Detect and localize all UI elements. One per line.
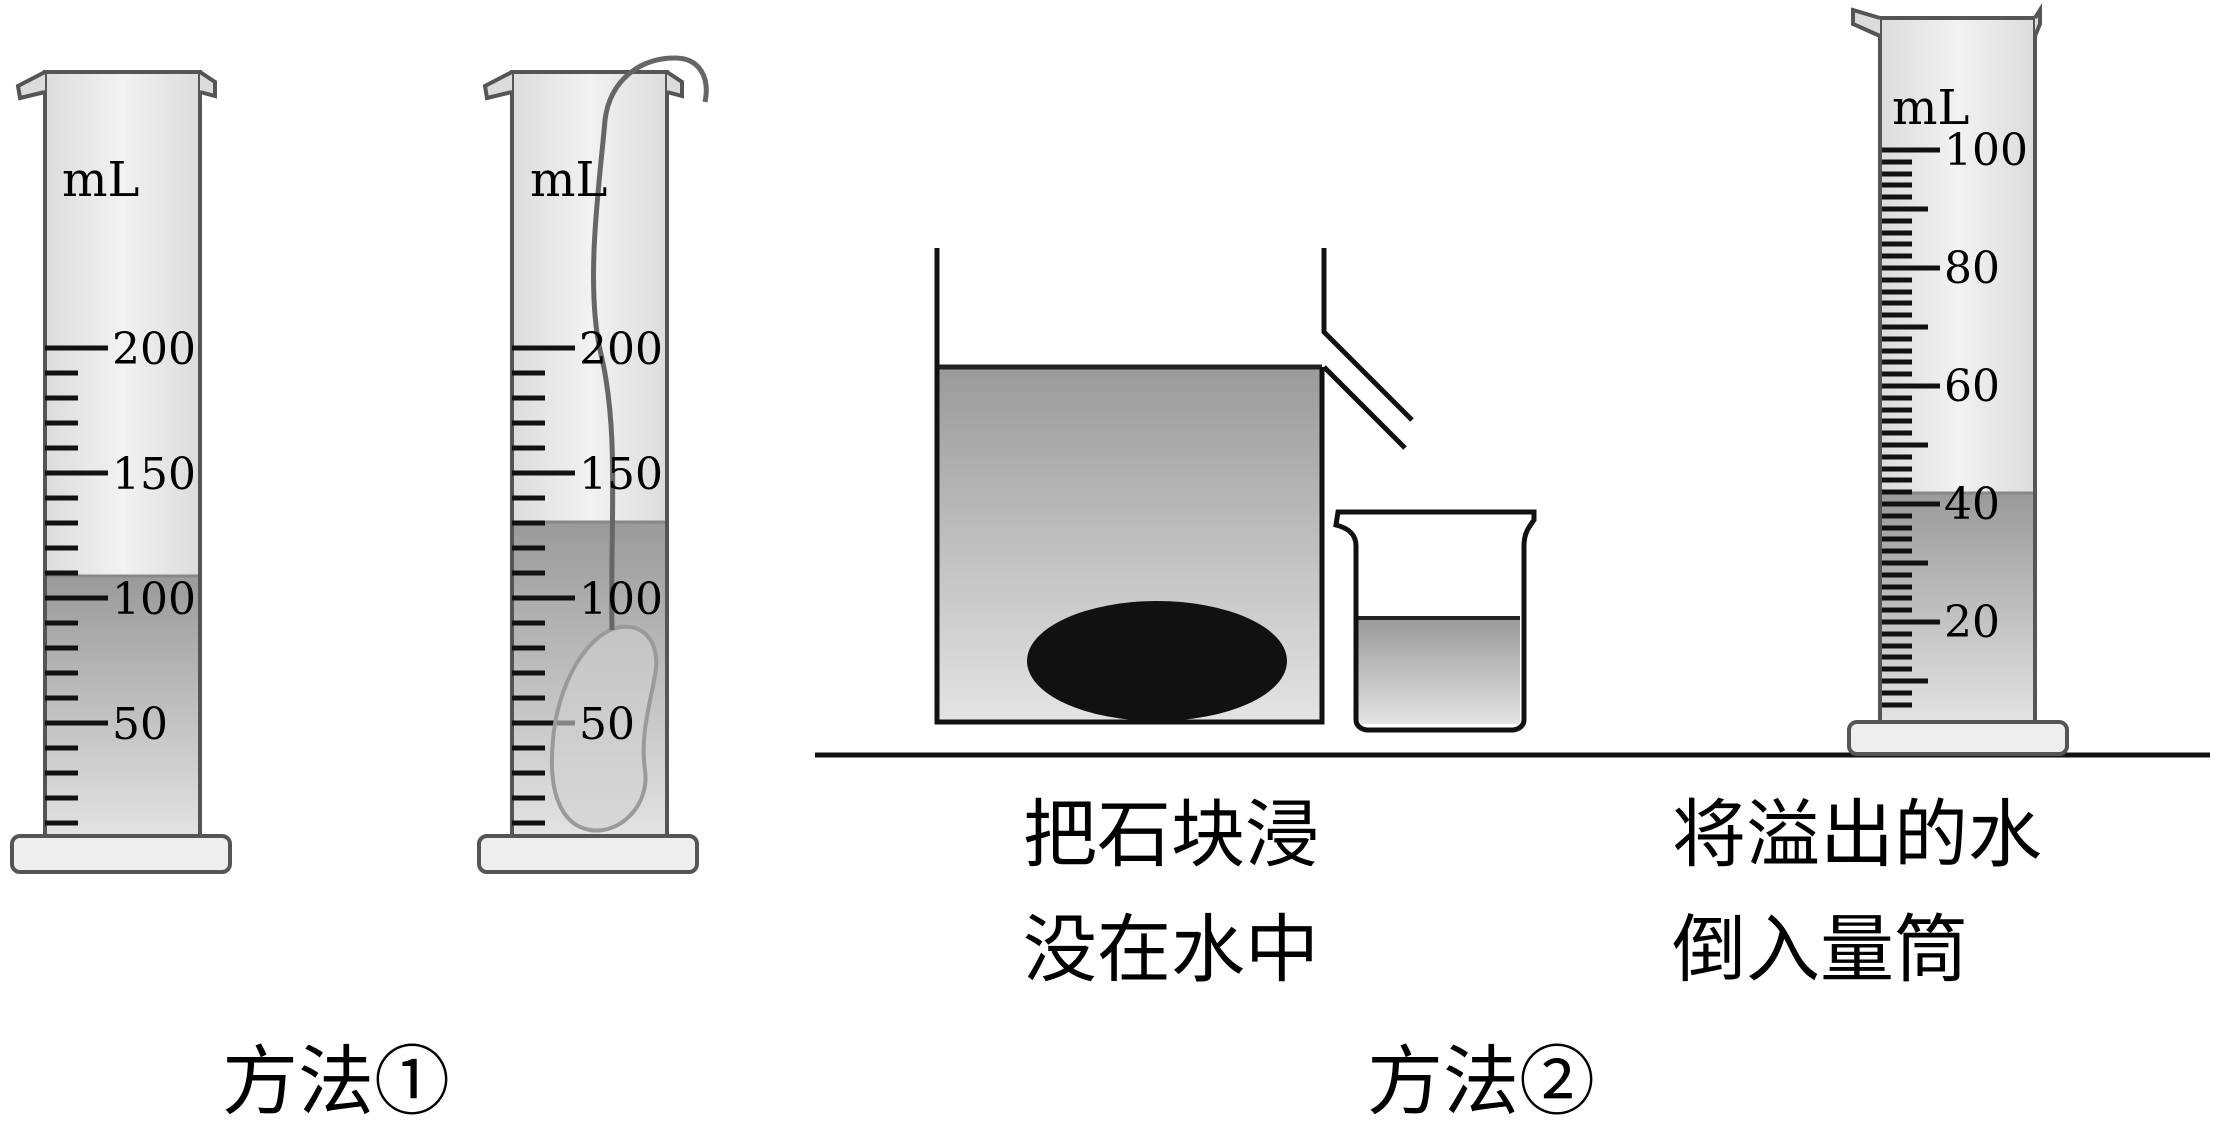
cylinder-a-base xyxy=(10,834,232,874)
beaker-walls xyxy=(1333,509,1537,733)
cylinder-c-label-40: 40 xyxy=(1944,479,2000,530)
beaker-water xyxy=(1358,618,1520,724)
overflow-container xyxy=(934,248,1414,725)
overflow-spout xyxy=(1321,248,1414,450)
cylinder-a: mL 200 150 100 50 xyxy=(10,70,232,874)
cylinder-a-label-100: 100 xyxy=(112,574,196,625)
cylinder-c-label-60: 60 xyxy=(1944,361,2000,412)
stone-outline xyxy=(549,624,659,833)
cylinder-b-label-200: 200 xyxy=(579,324,663,375)
cylinder-b-ticks xyxy=(512,345,575,826)
cylinder-b-label-100: 100 xyxy=(579,574,663,625)
cylinder-c: mL 100 80 60 40 20 xyxy=(1847,3,2069,756)
cylinder-c-base xyxy=(1847,720,2069,756)
cylinder-a-label-200: 200 xyxy=(112,324,196,375)
cylinder-a-spout xyxy=(15,70,217,101)
string xyxy=(591,55,709,631)
cylinder-b-unit: mL xyxy=(530,152,607,208)
cylinder-c-unit: mL xyxy=(1892,80,1969,136)
cylinder-b-label-50: 50 xyxy=(579,699,635,750)
caption-left-line-1: 把石块浸 xyxy=(1023,792,1319,878)
cylinder-c-label-100: 100 xyxy=(1944,125,2028,176)
cylinder-c-label-80: 80 xyxy=(1944,243,2000,294)
cylinder-b: mL 200 150 100 50 xyxy=(477,55,709,874)
stone xyxy=(1027,601,1287,721)
cylinder-a-ticks xyxy=(45,345,108,826)
cylinder-b-spout xyxy=(482,70,684,101)
cylinder-b-label-150: 150 xyxy=(579,449,663,500)
cylinder-c-spout xyxy=(1851,3,2042,38)
cylinder-c-label-20: 20 xyxy=(1944,597,2000,648)
beaker xyxy=(1333,509,1537,733)
caption-left-line-2: 没在水中 xyxy=(1023,907,1319,993)
cylinder-c-ticks xyxy=(1882,147,1940,708)
caption-right-line-1: 将溢出的水 xyxy=(1672,792,2042,878)
overflow-container-walls xyxy=(934,248,1325,725)
cylinder-a-label-50: 50 xyxy=(112,699,168,750)
cylinder-b-base xyxy=(477,834,699,874)
cylinder-a-unit: mL xyxy=(62,152,139,208)
method-2-label: 方法② xyxy=(1367,1037,1595,1126)
method-1-label: 方法① xyxy=(222,1037,450,1126)
cylinder-a-label-150: 150 xyxy=(112,449,196,500)
caption-right-line-2: 倒入量筒 xyxy=(1672,907,1968,993)
